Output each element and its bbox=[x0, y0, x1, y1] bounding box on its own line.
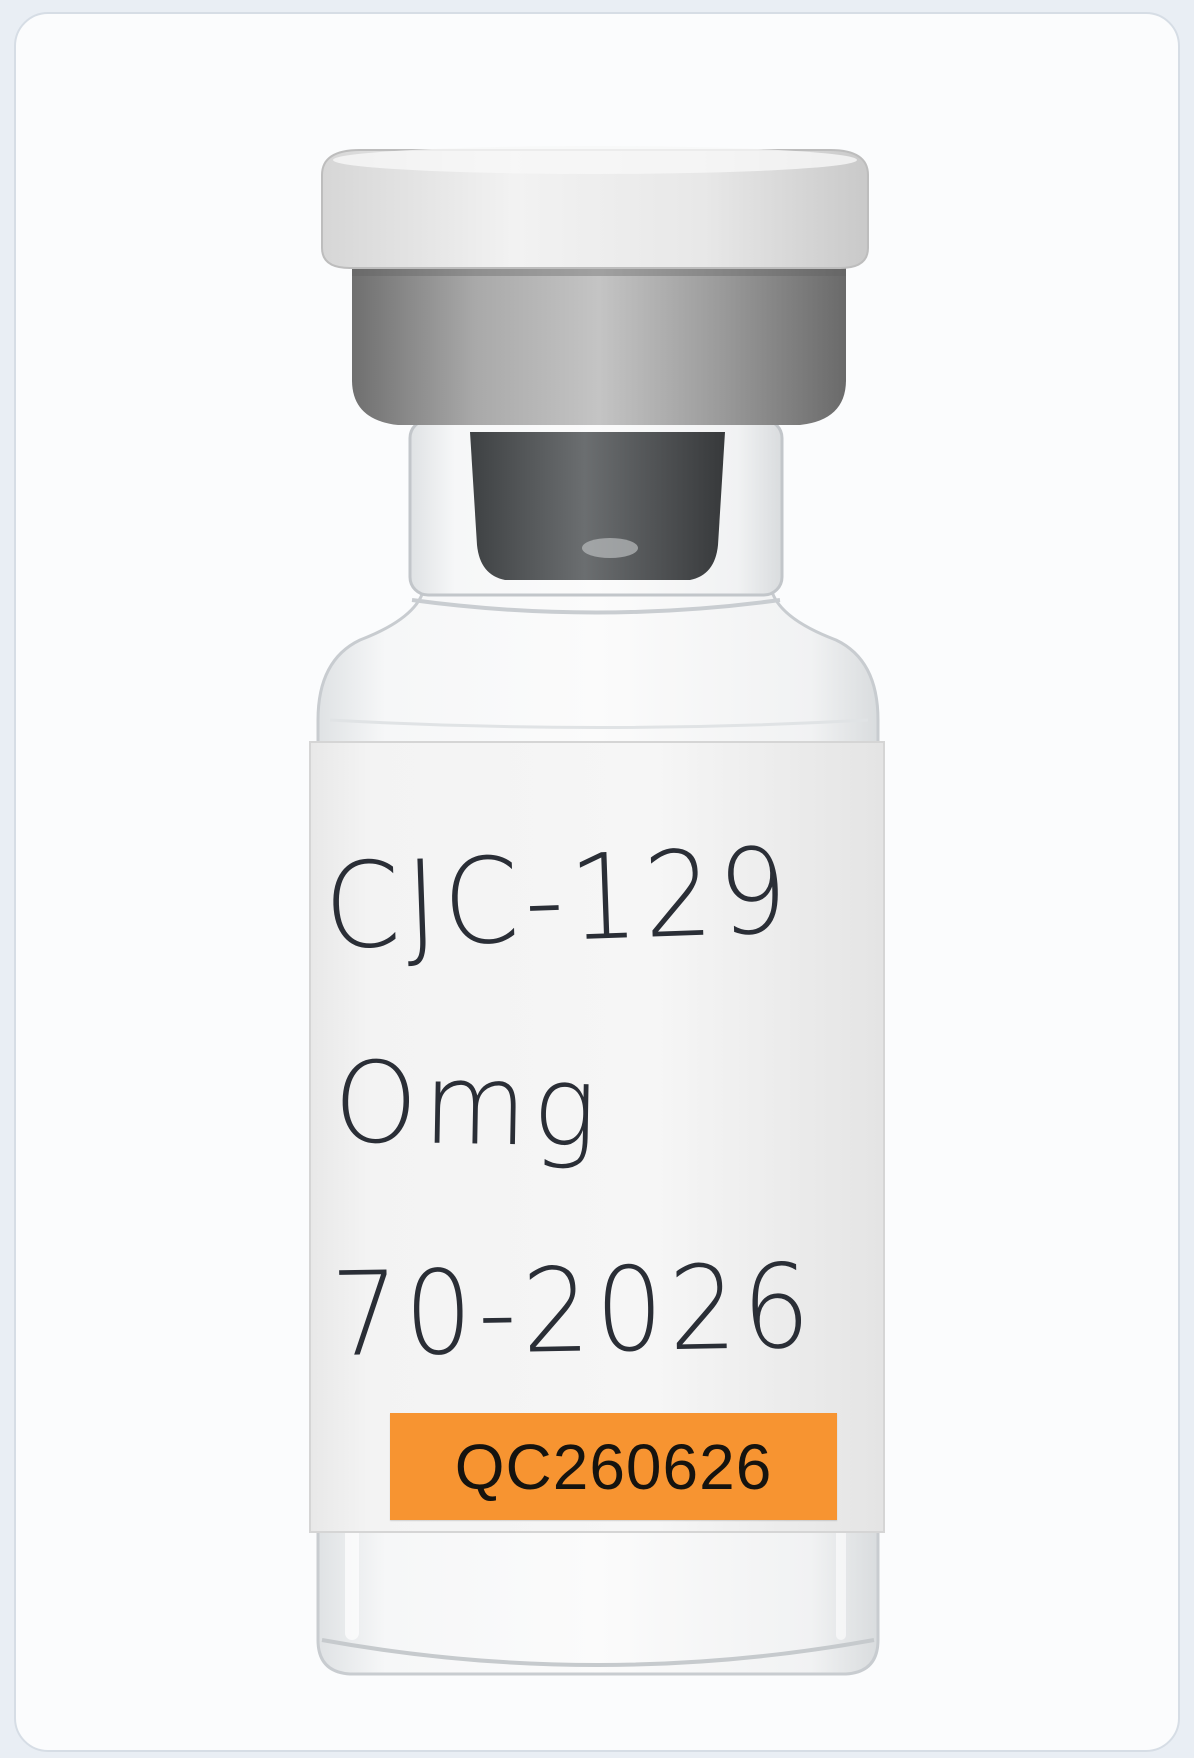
qc-sticker: QC260626 bbox=[390, 1413, 837, 1520]
handwritten-compound-name: CJC-129 bbox=[322, 821, 796, 976]
handwritten-dose: Omg bbox=[332, 1038, 604, 1173]
flip-off-cap bbox=[321, 149, 869, 269]
handwritten-date: 70-2026 bbox=[330, 1239, 817, 1383]
rubber-stopper bbox=[470, 432, 725, 580]
paper-label bbox=[309, 741, 885, 1533]
qc-code: QC260626 bbox=[454, 1430, 773, 1503]
crimp-seal bbox=[352, 258, 846, 425]
